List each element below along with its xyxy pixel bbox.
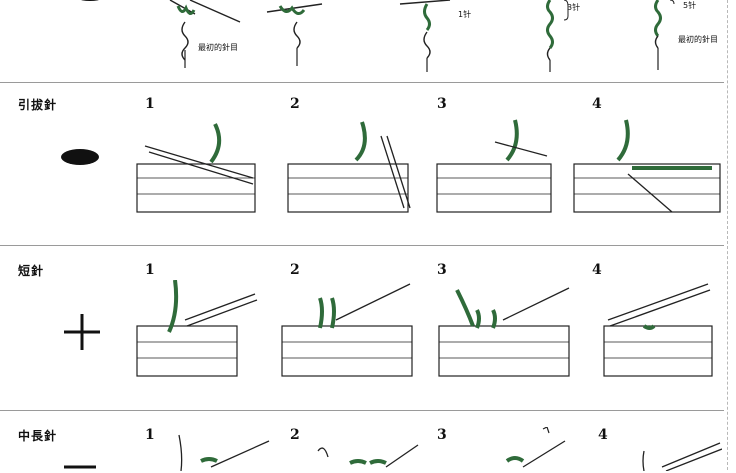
sc-step-1: 1 <box>136 262 270 390</box>
fabric-swatch-illustration <box>178 434 270 471</box>
step-number: 4 <box>592 262 602 278</box>
chain-illustration-1 <box>169 0 241 68</box>
row-label-slip-stitch: 引拔針 <box>18 98 58 112</box>
sc-step-2: 2 <box>281 262 415 390</box>
hdc-step-3: 3 <box>437 427 566 470</box>
sc-step-4: 4 <box>592 262 722 390</box>
fabric-swatch-illustration <box>642 442 722 471</box>
step-number: 1 <box>145 96 155 112</box>
chain-stitch-row-partial: 最初的針目 1针 3针 <box>0 0 736 80</box>
fabric-swatch-illustration <box>436 119 552 213</box>
row-separator <box>0 82 724 83</box>
slip-stitch-row: 引拔針 1 2 3 <box>0 96 736 236</box>
page-edge <box>727 0 728 470</box>
step-number: 3 <box>437 262 447 278</box>
chain-illustration-2 <box>266 3 323 66</box>
row-label-single-crochet: 短針 <box>18 264 45 278</box>
note-first-stitch-1: 最初的針目 <box>198 43 238 52</box>
fabric-swatch-illustration <box>505 427 566 468</box>
fabric-swatch-illustration <box>281 283 413 377</box>
row-separator <box>0 245 724 246</box>
fabric-swatch-illustration <box>136 280 258 377</box>
slip-step-2: 2 <box>287 96 415 226</box>
chain-illustration-4 <box>546 0 569 72</box>
filled-oval-icon <box>61 149 99 165</box>
plus-cross-icon <box>64 314 100 350</box>
row-separator <box>0 410 724 411</box>
sc-step-3: 3 <box>437 262 570 390</box>
step-number: 3 <box>437 96 447 112</box>
fabric-swatch-illustration <box>287 121 411 213</box>
slip-step-3: 3 <box>436 96 562 226</box>
note-five-stitch: 5针 <box>683 1 697 10</box>
slip-step-1: 1 <box>136 96 270 226</box>
chain-illustration-5 <box>654 0 675 70</box>
single-crochet-row: 短針 1 2 3 <box>0 262 736 397</box>
step-number: 2 <box>290 262 300 278</box>
half-double-crochet-row: 中長針 1 2 3 <box>0 427 736 471</box>
t-bar-icon <box>64 465 96 469</box>
note-three-stitch: 3针 <box>567 3 581 12</box>
hdc-step-1: 1 <box>145 427 270 471</box>
step-number: 4 <box>598 427 608 443</box>
note-one-stitch: 1针 <box>458 10 472 19</box>
step-number: 2 <box>290 427 300 443</box>
step-number: 1 <box>145 262 155 278</box>
step-number: 1 <box>145 427 155 443</box>
slip-step-4: 4 <box>573 96 722 226</box>
fabric-swatch-illustration <box>573 119 721 213</box>
chain-oval-icon <box>80 0 100 1</box>
step-number: 4 <box>592 96 602 112</box>
fabric-swatch-illustration <box>136 123 256 213</box>
fabric-swatch-illustration <box>438 287 570 377</box>
note-first-stitch-2: 最初的針目 <box>678 35 718 44</box>
chain-illustration-3 <box>399 0 451 72</box>
fabric-swatch-illustration <box>603 283 713 377</box>
hdc-step-2: 2 <box>290 427 419 470</box>
step-number: 3 <box>437 427 447 443</box>
row-label-half-double-crochet: 中長針 <box>18 429 58 443</box>
step-number: 2 <box>290 96 300 112</box>
fabric-swatch-illustration <box>317 444 419 468</box>
hdc-step-4: 4 <box>598 427 722 471</box>
